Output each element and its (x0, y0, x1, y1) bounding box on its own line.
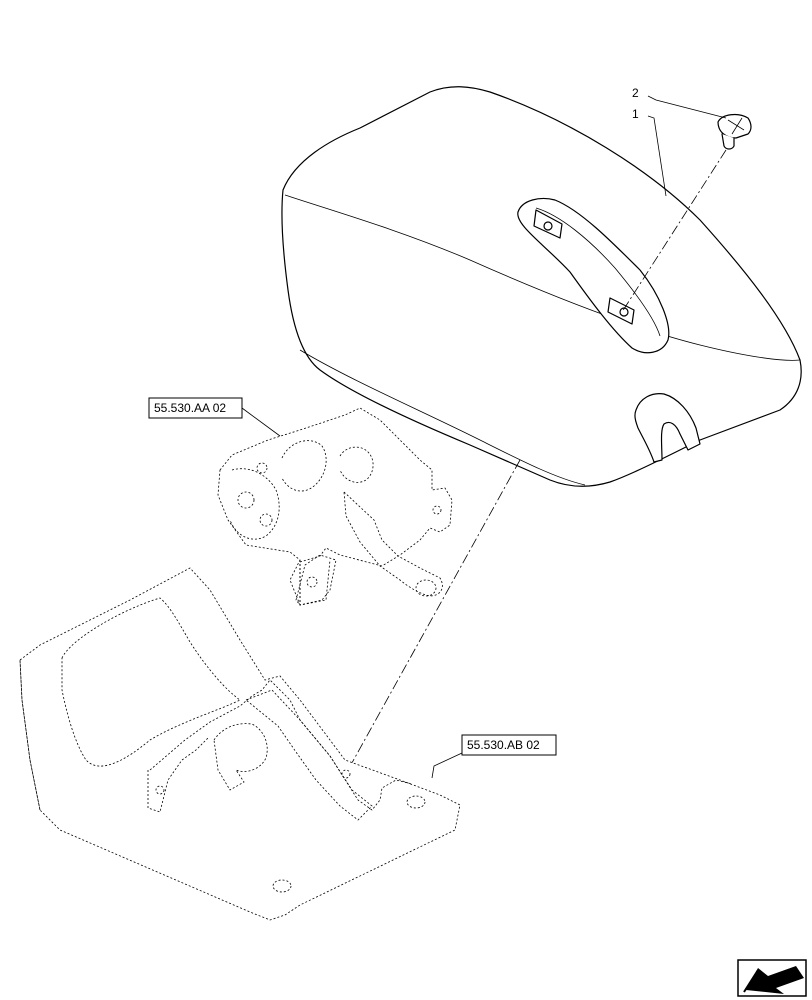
latch-assembly-part (217, 407, 453, 606)
callout-number-1: 1 (632, 107, 639, 121)
screw-part (717, 113, 752, 150)
reference-box-aa[interactable]: 55.530.AA 02 (148, 397, 243, 419)
callout-leaders (241, 95, 727, 779)
reference-label-ab[interactable]: 55.530.AB 02 (467, 738, 540, 752)
assembly-axis-line (347, 149, 727, 771)
reference-box-ab[interactable]: 55.530.AB 02 (461, 734, 557, 756)
reference-label-aa[interactable]: 55.530.AA 02 (154, 401, 226, 415)
page-navigation-arrow-icon[interactable] (737, 959, 807, 997)
floor-bracket-part (19, 567, 461, 921)
cover-part (281, 86, 802, 487)
callout-number-2: 2 (632, 86, 639, 100)
